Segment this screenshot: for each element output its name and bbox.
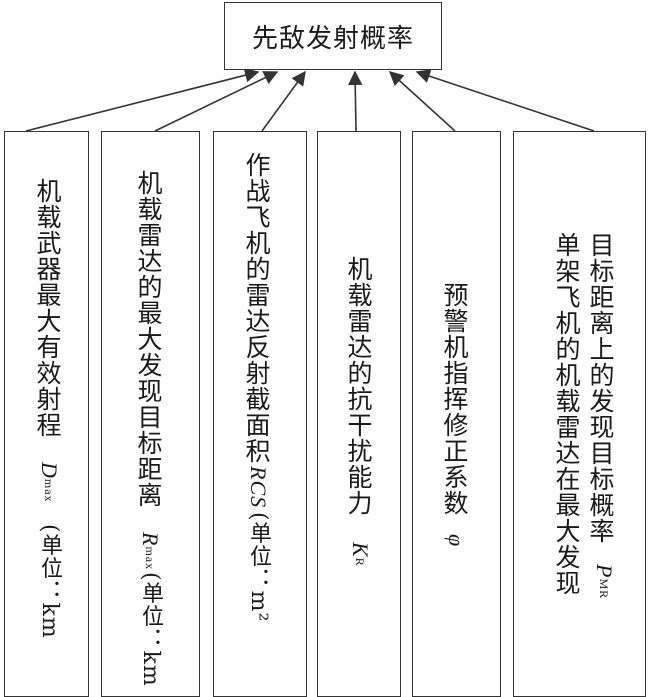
factor-5-var: φ (444, 534, 469, 548)
arrow-3 (261, 70, 306, 132)
factor-2-text: 机载雷达的最大发现目标距离 (134, 170, 163, 508)
factor-6-var: PMR (592, 564, 617, 600)
factor-4-var: KR (348, 542, 373, 567)
arrow-6 (415, 69, 595, 132)
factor-2-var: Rmax (138, 532, 163, 571)
arrow-2 (154, 71, 279, 132)
factor-3-text: 作战飞机的雷达反射截面积 (242, 152, 271, 464)
factor-3-var: RCS (246, 466, 271, 509)
arrow-4 (348, 70, 363, 132)
factor-1-var: Dmax (37, 462, 62, 503)
root-label: 先敌发射概率 (251, 23, 414, 54)
factor-1-text: 机载武器最大有效射程 (33, 178, 62, 438)
factor-box-detect-probability: 目标距离上的发现目标概率 单架飞机的机载雷达在最大发现 PMR (513, 131, 646, 697)
factor-box-rcs: 作战飞机的雷达反射截面积 RCS (单位：m² (213, 131, 307, 697)
factor-3-unit: (单位：m² (246, 512, 271, 623)
factor-box-radar-detect-range: 机载雷达的最大发现目标距离 Rmax (单位：km (101, 131, 200, 697)
factor-4-text: 机载雷达的抗干扰能力 (344, 256, 373, 516)
factor-5-text: 预警机指挥修正系数 (440, 282, 469, 516)
arrow-1 (25, 68, 260, 132)
factor-box-weapon-range: 机载武器最大有效射程 Dmax (单位：km (4, 131, 89, 697)
factor-1-unit: (单位：km (37, 524, 62, 639)
root-node-first-fire-probability: 先敌发射概率 (224, 2, 442, 70)
arrow-5 (388, 71, 456, 132)
factor-6-text-col1: 目标距离上的发现目标概率 (586, 232, 615, 544)
factor-box-anti-jamming: 机载雷达的抗干扰能力 KR (317, 131, 401, 697)
factor-6-text-col2: 单架飞机的机载雷达在最大发现 (552, 232, 581, 596)
factor-2-unit: (单位：km (138, 572, 163, 687)
factor-box-awacs-correction: 预警机指挥修正系数 φ (412, 131, 501, 697)
